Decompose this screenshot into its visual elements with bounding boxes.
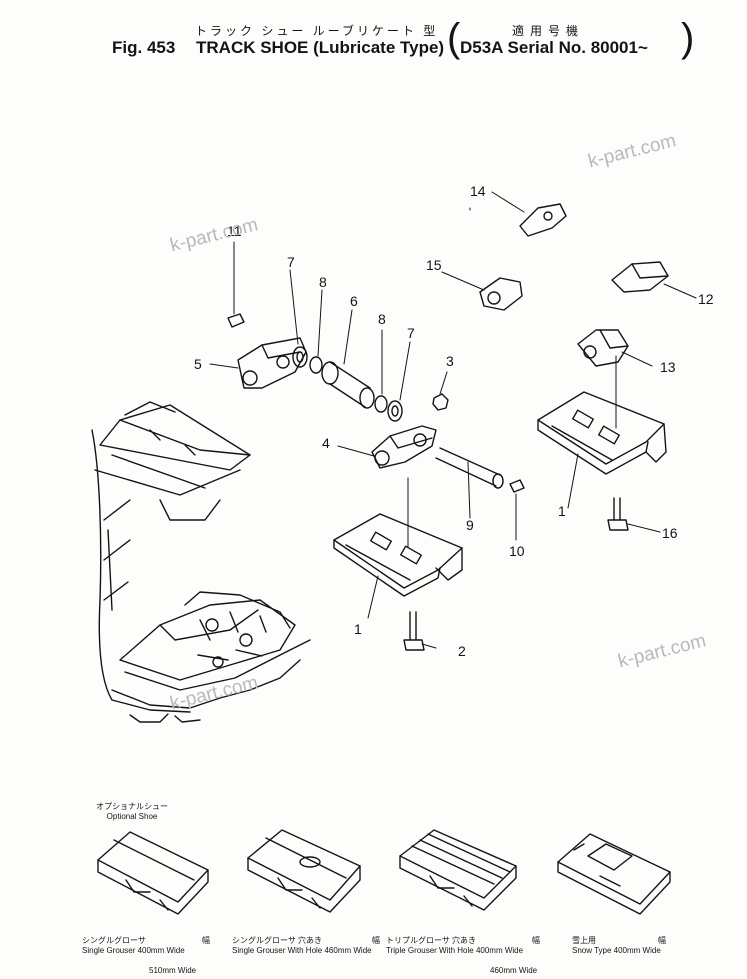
part-9-pin — [435, 447, 504, 489]
part-5-link-left — [237, 337, 307, 389]
callout-10: 10 — [509, 543, 525, 559]
callout-9: 9 — [466, 517, 474, 533]
optional-shoe-triple-grouser-with-hole — [399, 829, 517, 911]
callout-15: 15 — [426, 257, 442, 273]
callout-13: 13 — [660, 359, 676, 375]
part-8-ring-left — [309, 356, 323, 374]
caption-jp-width: 幅 — [202, 936, 210, 945]
callout-6: 6 — [350, 293, 358, 309]
figure-number: Fig. 453 — [112, 38, 176, 57]
callout-2: 2 — [458, 643, 466, 659]
track-assembly-illustration — [91, 401, 311, 723]
part-14-link-half — [519, 203, 567, 237]
part-10-plug — [509, 479, 525, 493]
caption-jp: トリプルグローサ 穴あき — [386, 936, 477, 945]
left-parenthesis: ( — [447, 16, 461, 60]
right-parenthesis: ) — [681, 16, 695, 60]
callout-5: 5 — [194, 356, 202, 372]
applicability-english: D53A Serial No. 80001~ — [460, 38, 648, 57]
optional-shoe-single-grouser-with-hole — [247, 829, 361, 913]
part-8-ring-right — [374, 395, 388, 413]
callout-14: 14 — [470, 183, 486, 199]
callout-7-left: 7 — [287, 254, 295, 270]
part-11-plug — [227, 313, 245, 328]
caption-en: Single Grouser With Hole 460mm Wide — [232, 946, 372, 955]
optional-shoe-snow-type — [557, 833, 671, 915]
callout-4: 4 — [322, 435, 330, 451]
optional-shoe-single-grouser — [97, 831, 209, 915]
title-japanese: トラック シュー ルーブリケート 型 — [195, 24, 439, 38]
callout-12: 12 — [698, 291, 714, 307]
caption-en: Snow Type 400mm Wide — [572, 946, 661, 955]
caption-jp-width: 幅 — [532, 936, 540, 945]
caption-triple-grouser-with-hole: トリプルグローサ 穴あき 幅 Triple Grouser With Hole … — [386, 936, 546, 975]
part-7-seal-left — [292, 346, 308, 368]
leader-lines — [209, 191, 697, 649]
caption-jp-width: 幅 — [658, 936, 666, 945]
part-15-link-half — [479, 277, 523, 311]
callout-1-center: 1 — [354, 621, 362, 637]
callout-numbers: 11 7 8 6 8 7 3 5 4 9 10 1 2 1 16 13 12 1… — [194, 183, 714, 659]
callout-8-right: 8 — [378, 311, 386, 327]
part-3-nut — [432, 393, 449, 411]
caption-jp: シングルグローサ — [82, 936, 146, 945]
callout-3: 3 — [446, 353, 454, 369]
applicability-japanese: 適用号機 — [512, 24, 585, 38]
part-2-bolt — [403, 611, 425, 651]
optional-shoe-heading-jp: オプショナルシュー — [96, 802, 168, 811]
part-13-master-link — [577, 329, 629, 367]
callout-7-right: 7 — [407, 325, 415, 341]
title-english: TRACK SHOE (Lubricate Type) — [196, 38, 445, 57]
caption-en: Triple Grouser With Hole 400mm Wide — [386, 946, 524, 955]
caption-width2: 460mm Wide — [490, 966, 538, 975]
part-7-seal-right — [387, 400, 403, 422]
caption-single-grouser: シングルグローサ 幅 Single Grouser 400mm Wide 510… — [82, 936, 212, 975]
optional-shoe-heading-en: Optional Shoe — [106, 812, 158, 821]
callout-1-right: 1 — [558, 503, 566, 519]
part-4-link-right — [371, 425, 437, 469]
caption-single-grouser-with-hole: シングルグローサ 穴あき 幅 Single Grouser With Hole … — [232, 936, 382, 956]
part-1-shoe-right — [537, 391, 667, 475]
caption-jp: 雪上用 — [572, 936, 596, 945]
part-16-bolt — [607, 497, 629, 531]
caption-jp: シングルグローサ 穴あき — [232, 936, 323, 945]
callout-16: 16 — [662, 525, 678, 541]
caption-en: Single Grouser 400mm Wide — [82, 946, 185, 955]
callout-8-left: 8 — [319, 274, 327, 290]
caption-snow-type: 雪上用 幅 Snow Type 400mm Wide — [572, 936, 692, 956]
part-6-bushing — [321, 361, 375, 409]
caption-jp-width: 幅 — [372, 936, 380, 945]
part-12-link-half — [611, 261, 669, 293]
caption-width2: 510mm Wide — [149, 966, 197, 975]
callout-11: 11 — [227, 223, 242, 239]
part-1-shoe-center — [333, 513, 463, 597]
